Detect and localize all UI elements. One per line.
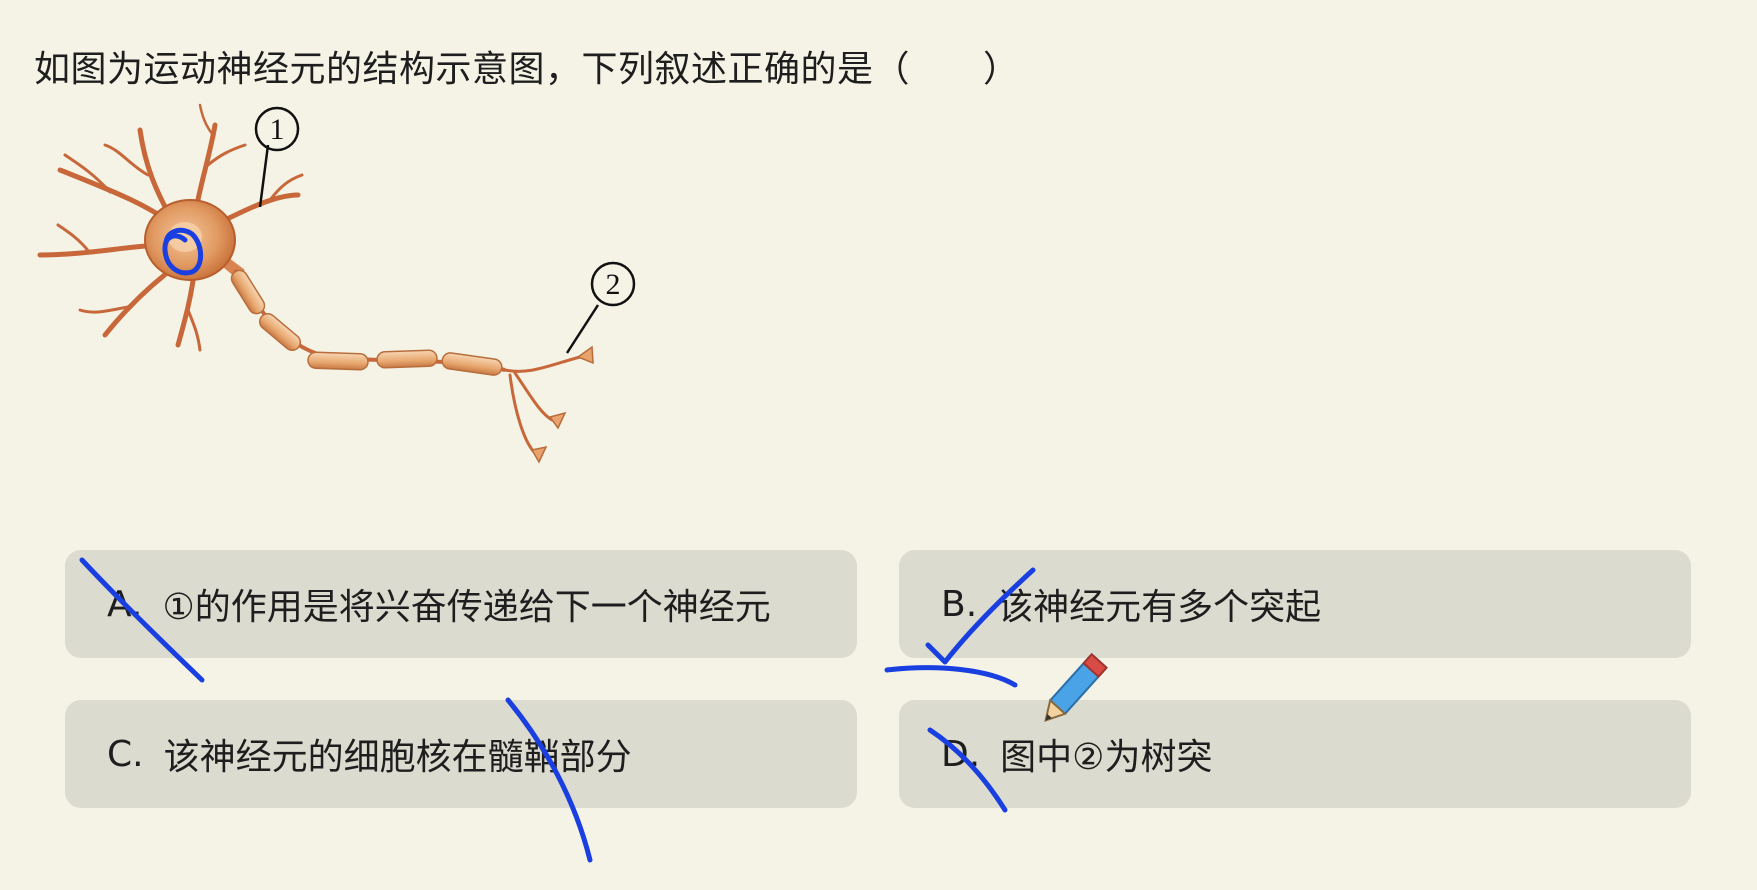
- synaptic-knobs: [530, 345, 594, 464]
- neuron-diagram: 1 2: [37, 103, 636, 464]
- svg-text:1: 1: [270, 113, 285, 146]
- underline-mark-b: [884, 665, 1018, 688]
- option-letter: A.: [107, 583, 143, 625]
- callout-1: 1: [254, 106, 300, 208]
- option-a[interactable]: A. ①的作用是将兴奋传递给下一个神经元: [65, 550, 857, 658]
- myelin-sheaths: [230, 269, 503, 376]
- option-text: ①的作用是将兴奋传递给下一个神经元: [162, 587, 771, 628]
- option-letter: C.: [107, 733, 144, 775]
- option-letter: B.: [941, 583, 978, 625]
- option-text: 该神经元的细胞核在髓鞘部分: [163, 737, 632, 778]
- option-d[interactable]: D. 图中②为树突: [899, 700, 1691, 808]
- callout-2: 2: [565, 261, 636, 354]
- axon-terminals: [503, 355, 582, 455]
- option-letter: D.: [941, 733, 981, 775]
- option-b[interactable]: B. 该神经元有多个突起: [899, 550, 1691, 658]
- option-text: 图中②为树突: [1000, 737, 1213, 778]
- soma: [144, 199, 236, 281]
- pencil-icon[interactable]: [1028, 645, 1118, 735]
- option-c[interactable]: C. 该神经元的细胞核在髓鞘部分: [65, 700, 857, 808]
- question-text: 如图为运动神经元的结构示意图，下列叙述正确的是（ ）: [34, 49, 1020, 90]
- option-text: 该神经元有多个突起: [997, 587, 1322, 628]
- svg-text:2: 2: [606, 268, 621, 301]
